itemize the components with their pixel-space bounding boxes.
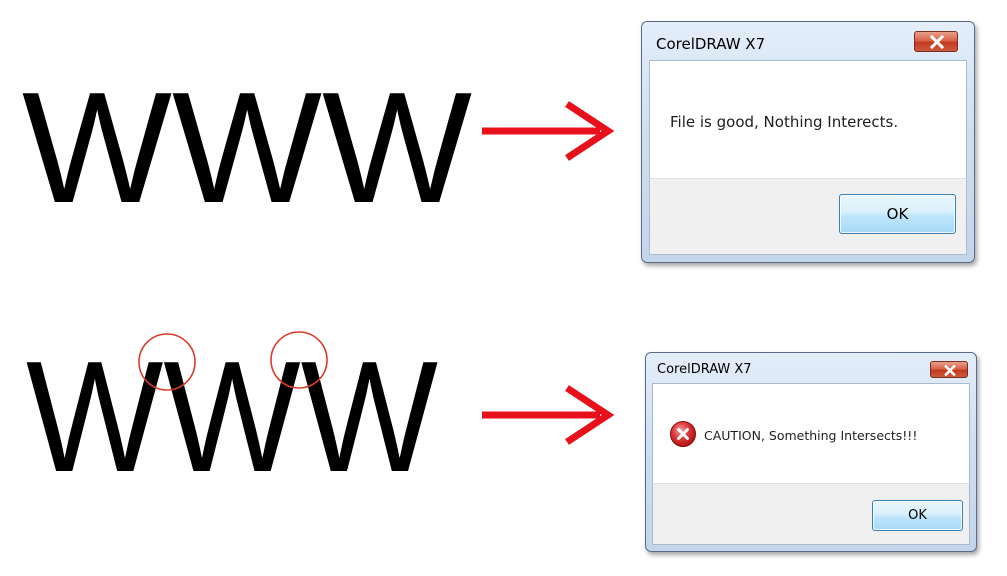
dialog-message: File is good, Nothing Interects. xyxy=(670,113,899,131)
www-text-separated: WWW xyxy=(22,60,472,236)
arrow-right-icon xyxy=(482,385,615,445)
dialog-file-good: CorelDRAW X7 File is good, Nothing Inter… xyxy=(641,21,975,263)
dialog-intersection-error: CorelDRAW X7 CAUTION, Something Intersec… xyxy=(645,352,977,552)
dialog-content: CAUTION, Something Intersects!!! xyxy=(652,383,970,483)
arrow-right-icon xyxy=(482,101,615,161)
www-text-overlapping: WWW xyxy=(26,329,438,505)
ok-button[interactable]: OK xyxy=(872,500,963,531)
close-button[interactable] xyxy=(930,361,968,378)
dialog-footer: OK xyxy=(652,483,970,545)
close-icon xyxy=(929,34,945,50)
dialog-footer: OK xyxy=(649,178,967,255)
dialog-message: CAUTION, Something Intersects!!! xyxy=(704,428,918,443)
dialog-title: CorelDRAW X7 xyxy=(657,362,752,377)
error-icon xyxy=(670,421,696,447)
close-button[interactable] xyxy=(914,31,958,52)
dialog-title: CorelDRAW X7 xyxy=(656,35,766,53)
dialog-content: File is good, Nothing Interects. xyxy=(649,60,967,178)
ok-button[interactable]: OK xyxy=(839,194,956,234)
intersection-circle-1 xyxy=(138,333,196,391)
intersection-circle-2 xyxy=(270,331,328,389)
close-icon xyxy=(944,364,956,377)
